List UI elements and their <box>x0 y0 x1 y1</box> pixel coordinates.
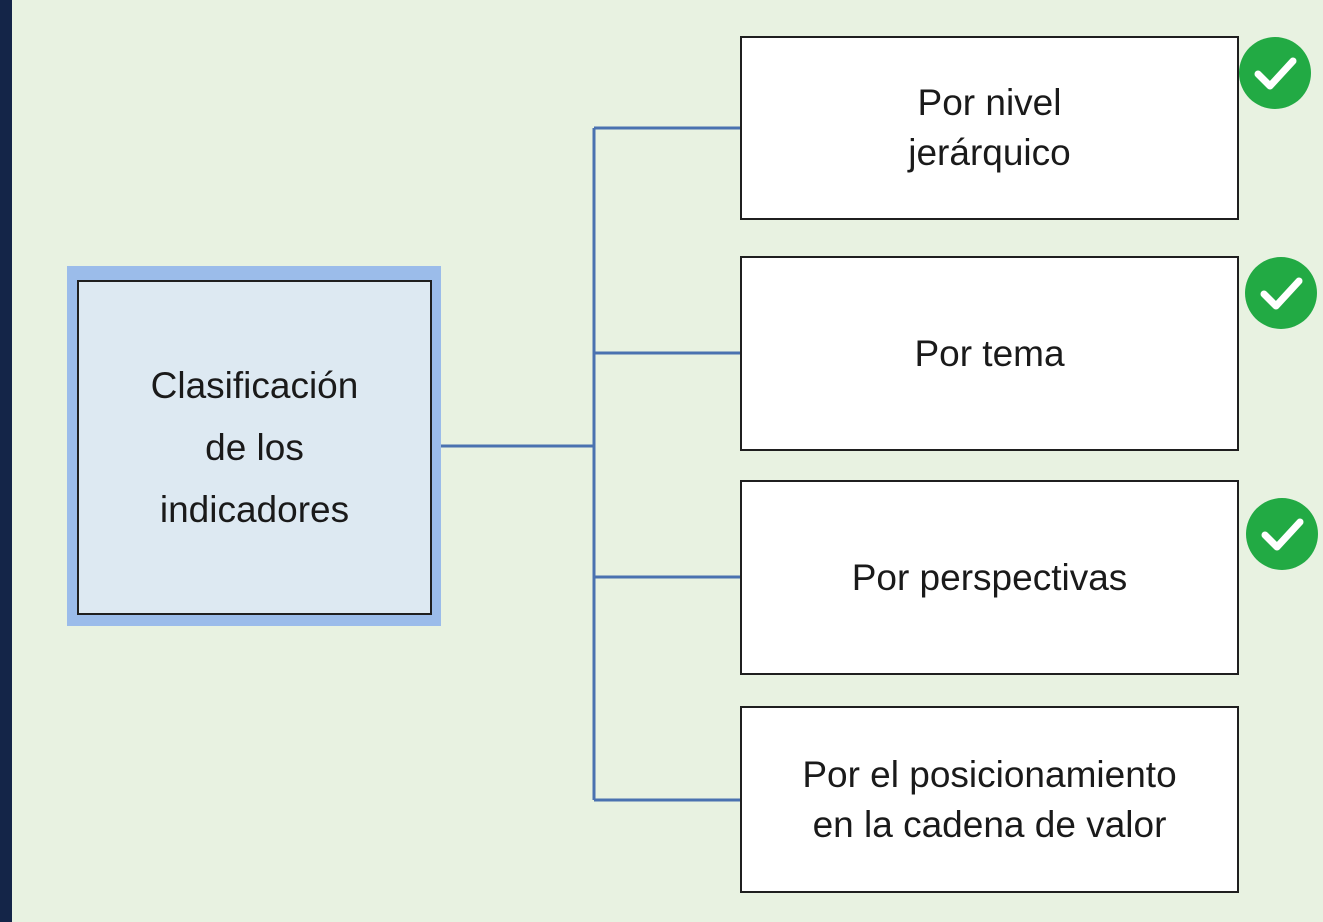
child-node-label: Por el posicionamiento en la cadena de v… <box>802 753 1177 845</box>
child-node-label: Por tema <box>914 332 1065 374</box>
root-node-label: Clasificación de los indicadores <box>150 364 359 530</box>
child-node-4: Por el posicionamiento en la cadena de v… <box>740 706 1239 893</box>
child-node-1: Por nivel jerárquico <box>740 36 1239 220</box>
check-circle-icon <box>1245 257 1317 329</box>
child-node-label: Por nivel jerárquico <box>908 82 1071 173</box>
check-circle-icon <box>1239 37 1311 109</box>
check-circle-icon <box>1246 498 1318 570</box>
child-node-3: Por perspectivas <box>740 480 1239 675</box>
root-node: Clasificación de los indicadores <box>67 266 441 626</box>
child-node-label: Por perspectivas <box>851 556 1128 598</box>
child-node-2: Por tema <box>740 256 1239 451</box>
root-node-inner: Clasificación de los indicadores <box>77 280 432 615</box>
